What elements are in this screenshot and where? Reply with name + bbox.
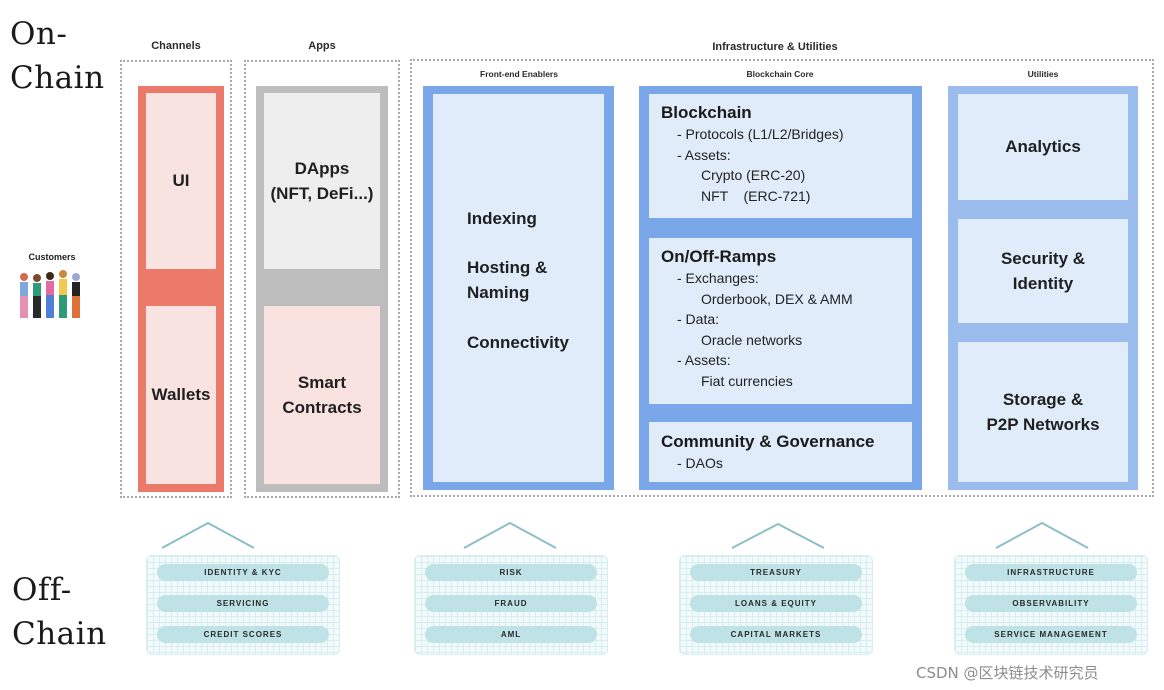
apps-group <box>244 60 400 498</box>
app-smart-contracts[interactable]: Smart Contracts <box>264 306 380 484</box>
channel-wallets-label: Wallets <box>151 385 211 404</box>
core-line: Crypto (ERC-20) <box>701 167 806 183</box>
core-line: - DAOs <box>677 455 723 471</box>
off-chain-item[interactable]: SERVICE MANAGEMENT <box>965 626 1137 643</box>
channels-column: UI Wallets <box>138 86 224 492</box>
off-chain-item[interactable]: INFRASTRUCTURE <box>965 564 1137 581</box>
core-box-blockchain[interactable]: Blockchain - Protocols (L1/L2/Bridges) -… <box>649 94 912 218</box>
core-line: Orderbook, DEX & AMM <box>701 290 853 307</box>
off-chain-item[interactable]: LOANS & EQUITY <box>690 595 862 612</box>
core-box-community-governance[interactable]: Community & Governance - DAOs <box>649 422 912 482</box>
off-chain-group-customer: IDENTITY & KYC SERVICING CREDIT SCORES <box>146 555 340 655</box>
frontend-item-hosting-naming[interactable]: Hosting & Naming <box>467 258 548 302</box>
utility-analytics[interactable]: Analytics <box>958 94 1128 200</box>
utility-analytics-label: Analytics <box>1005 137 1081 156</box>
app-dapps-label: DApps (NFT, DeFi...) <box>270 159 374 203</box>
off-chain-item[interactable]: CAPITAL MARKETS <box>690 626 862 643</box>
customers-label: Customers <box>28 252 76 262</box>
frontend-item-indexing[interactable]: Indexing <box>467 209 537 228</box>
channel-wallets[interactable]: Wallets <box>146 306 216 484</box>
apps-title: Apps <box>308 40 336 52</box>
off-chain-item[interactable]: OBSERVABILITY <box>965 595 1137 612</box>
app-dapps[interactable]: DApps (NFT, DeFi...) <box>264 93 380 269</box>
core-line: - Assets: <box>677 352 731 368</box>
utilities-column: Analytics Security & Identity Storage & … <box>948 86 1138 490</box>
core-line: NFT (ERC-721) <box>701 187 811 204</box>
blockchain-core-column: Blockchain - Protocols (L1/L2/Bridges) -… <box>639 86 922 490</box>
watermark: CSDN @区块链技术研究员 <box>916 664 1099 682</box>
off-chain-item[interactable]: IDENTITY & KYC <box>157 564 329 581</box>
infrastructure-group <box>410 59 1154 497</box>
channel-ui[interactable]: UI <box>146 93 216 269</box>
group-of-people-icon <box>20 270 80 318</box>
off-chain-label-line1: Off- <box>12 572 72 608</box>
apps-column: DApps (NFT, DeFi...) Smart Contracts <box>256 86 388 492</box>
frontend-enablers-box: Indexing Hosting & Naming Connectivity <box>433 94 604 482</box>
channel-ui-label: UI <box>172 171 190 190</box>
utility-security-identity[interactable]: Security & Identity <box>958 219 1128 323</box>
core-box-blockchain-title: Blockchain <box>661 103 752 122</box>
utilities-title: Utilities <box>1027 69 1059 79</box>
frontend-item-connectivity[interactable]: Connectivity <box>467 333 570 352</box>
off-chain-item[interactable]: CREDIT SCORES <box>157 626 329 643</box>
utility-storage-p2p-label: Storage & P2P Networks <box>986 390 1100 434</box>
on-chain-label-line1: On- <box>10 16 68 52</box>
core-box-on-off-ramps[interactable]: On/Off-Ramps - Exchanges: Orderbook, DEX… <box>649 238 912 404</box>
off-chain-item[interactable]: AML <box>425 626 597 643</box>
roof-connector-1 <box>161 521 255 549</box>
channels-title: Channels <box>151 40 201 52</box>
blockchain-core-title: Blockchain Core <box>746 69 814 79</box>
off-chain-group-operations: INFRASTRUCTURE OBSERVABILITY SERVICE MAN… <box>954 555 1148 655</box>
off-chain-item[interactable]: TREASURY <box>690 564 862 581</box>
utility-security-identity-label: Security & Identity <box>1000 249 1086 293</box>
frontend-enablers-column: Indexing Hosting & Naming Connectivity <box>423 86 614 490</box>
channels-group <box>120 60 232 498</box>
utility-storage-p2p[interactable]: Storage & P2P Networks <box>958 342 1128 482</box>
core-line: Fiat currencies <box>701 372 793 389</box>
off-chain-item[interactable]: RISK <box>425 564 597 581</box>
roof-connector-3 <box>731 522 825 549</box>
core-box-community-governance-title: Community & Governance <box>661 432 875 451</box>
roof-connector-2 <box>463 521 557 549</box>
on-chain-label-line2: Chain <box>10 60 105 96</box>
core-line: - Exchanges: <box>677 270 759 286</box>
infrastructure-title: Infrastructure & Utilities <box>712 41 838 53</box>
off-chain-group-finance: TREASURY LOANS & EQUITY CAPITAL MARKETS <box>679 555 873 655</box>
off-chain-group-risk: RISK FRAUD AML <box>414 555 608 655</box>
off-chain-label-line2: Chain <box>12 616 107 652</box>
core-line: Oracle networks <box>701 331 803 348</box>
app-smart-contracts-label: Smart Contracts <box>282 373 362 417</box>
core-line: - Protocols (L1/L2/Bridges) <box>677 126 844 142</box>
core-box-on-off-ramps-title: On/Off-Ramps <box>661 247 777 266</box>
frontend-enablers-title: Front-end Enablers <box>480 69 558 79</box>
roof-connector-4 <box>995 521 1089 549</box>
core-line: - Assets: <box>677 146 731 163</box>
off-chain-item[interactable]: FRAUD <box>425 595 597 612</box>
core-line: - Data: <box>677 311 720 327</box>
off-chain-item[interactable]: SERVICING <box>157 595 329 612</box>
